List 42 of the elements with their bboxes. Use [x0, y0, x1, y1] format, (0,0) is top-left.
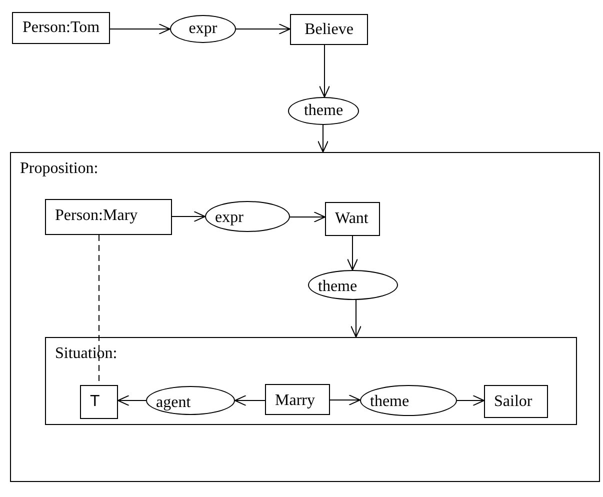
node-label: theme — [370, 393, 410, 411]
node-label: Want — [335, 210, 368, 228]
relation-ellipse — [170, 15, 236, 43]
node-label: T — [90, 393, 100, 411]
node-label: Marry — [275, 392, 315, 410]
node-label: Sailor — [494, 393, 532, 411]
concept-box — [325, 202, 380, 236]
node-label: Believe — [304, 20, 354, 38]
arrow — [290, 212, 326, 222]
concept-box — [484, 385, 548, 418]
concept-box — [12, 12, 110, 44]
node-label: Person:Mary — [55, 207, 138, 225]
node-label: theme — [304, 102, 344, 120]
arrow — [318, 124, 328, 152]
node-label: expr — [188, 20, 218, 38]
context-box — [10, 152, 600, 482]
context-box — [45, 337, 577, 425]
concept-box — [45, 199, 172, 235]
node-label: Person:Tom — [22, 19, 100, 37]
relation-ellipse — [288, 97, 359, 125]
relation-ellipse — [360, 385, 457, 416]
concept-box — [290, 14, 368, 45]
arrow — [350, 300, 362, 338]
node-label: agent — [156, 394, 191, 412]
arrow — [234, 395, 266, 406]
relation-ellipse — [308, 270, 398, 300]
arrow — [118, 395, 146, 406]
arrow — [172, 211, 206, 222]
arrow — [236, 24, 290, 34]
arrow — [456, 395, 484, 406]
arrow — [110, 24, 170, 34]
arrow — [319, 44, 330, 98]
concept-box — [265, 384, 330, 415]
node-label: Situation: — [55, 345, 118, 363]
node-label: expr — [215, 209, 244, 227]
concept-box — [80, 385, 118, 419]
node-label: theme — [318, 278, 358, 296]
node-label: Proposition: — [20, 160, 98, 178]
arrow — [330, 394, 360, 406]
relation-ellipse — [205, 201, 290, 232]
arrow — [347, 236, 358, 270]
relation-ellipse — [146, 386, 235, 415]
